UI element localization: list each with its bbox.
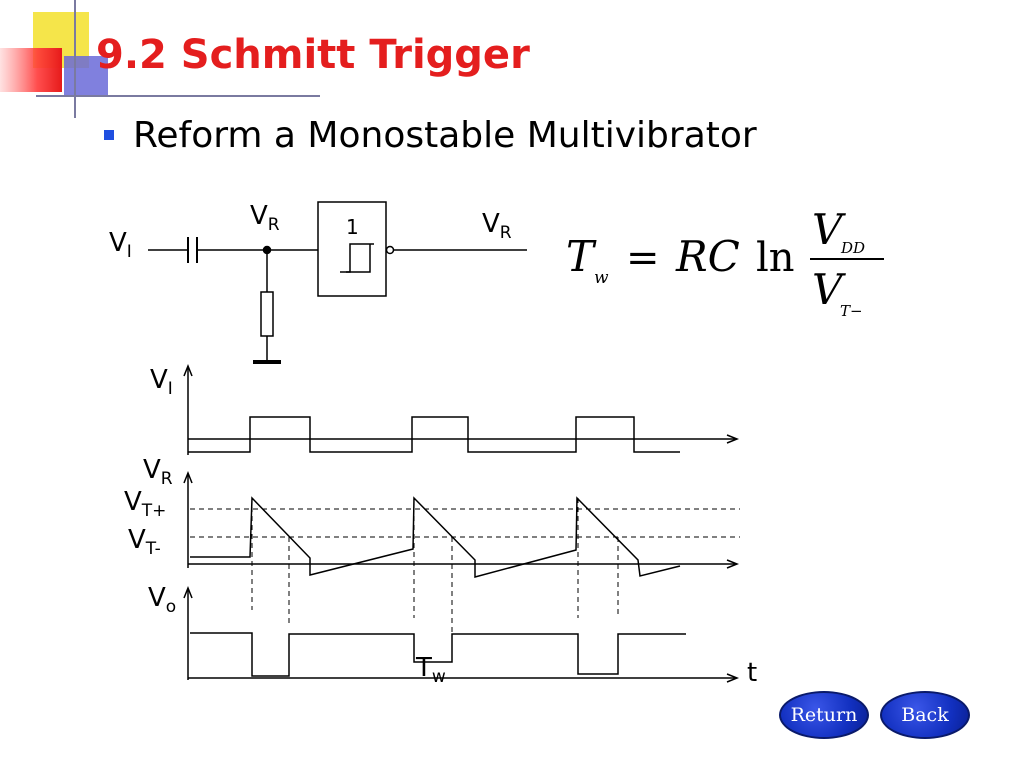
vo-waveform	[190, 632, 686, 677]
svg-text:VR: VR	[482, 209, 512, 243]
waveform-labels: VI VR VT+ VT- Vo Tw t	[124, 365, 757, 688]
svg-text:VR: VR	[250, 201, 280, 235]
svg-text:VR: VR	[143, 455, 173, 489]
return-button[interactable]: Return	[779, 691, 869, 739]
formula-numerator-sub: DD	[840, 239, 865, 257]
formula-denominator: V	[812, 265, 846, 314]
corner-decoration	[0, 0, 320, 118]
vt-minus-label: V	[128, 525, 146, 555]
svg-text:Tw: Tw	[415, 653, 446, 687]
tw-label: T	[415, 653, 432, 683]
pulse-width-formula: T w = RC ln V DD V T−	[566, 205, 884, 320]
vo-axis-sub: o	[166, 597, 176, 617]
bullet-text: Reform a Monostable Multivibrator	[133, 115, 757, 156]
vi-axis-label: V	[150, 365, 168, 395]
vr-axis-label: V	[143, 455, 161, 485]
output-label: V	[482, 209, 500, 239]
vt-plus-label: V	[124, 487, 142, 517]
formula-lhs-sub: w	[594, 268, 609, 288]
node-label: V	[250, 201, 268, 231]
vi-axis-sub: I	[168, 379, 173, 399]
circuit-labels: VI VR 1 VR	[109, 201, 512, 262]
output-label-sub: R	[500, 223, 512, 243]
vt-plus-sub: T+	[141, 501, 167, 521]
tw-sub: w	[432, 667, 446, 687]
vo-axis-label: V	[148, 583, 166, 613]
svg-text:VI: VI	[109, 228, 132, 262]
circuit-schematic	[148, 201, 527, 364]
svg-text:VT+: VT+	[124, 487, 166, 521]
formula-rc: RC	[675, 232, 740, 281]
waveform-axes	[183, 363, 740, 683]
threshold-lines	[190, 508, 740, 538]
timing-guides	[251, 498, 619, 662]
vt-minus-sub: T-	[145, 539, 161, 559]
formula-ln: ln	[756, 235, 795, 281]
svg-text:Vo: Vo	[148, 583, 176, 617]
input-label-sub: I	[127, 242, 132, 262]
node-label-sub: R	[268, 215, 280, 235]
vi-waveform	[188, 416, 680, 453]
slide-title: 9.2 Schmitt Trigger	[96, 32, 530, 78]
svg-text:VT-: VT-	[128, 525, 161, 559]
gate-label: 1	[346, 215, 359, 239]
formula-equals: =	[626, 235, 660, 281]
svg-text:VI: VI	[150, 365, 173, 399]
formula-denominator-sub: T−	[840, 302, 863, 320]
vr-waveform	[190, 496, 681, 578]
input-label: V	[109, 228, 127, 258]
bullet-square-icon	[104, 130, 114, 140]
back-button[interactable]: Back	[880, 691, 970, 739]
time-axis-label: t	[747, 658, 757, 688]
formula-lhs: T	[566, 232, 597, 281]
formula-numerator: V	[812, 205, 846, 254]
vr-axis-sub: R	[161, 469, 173, 489]
